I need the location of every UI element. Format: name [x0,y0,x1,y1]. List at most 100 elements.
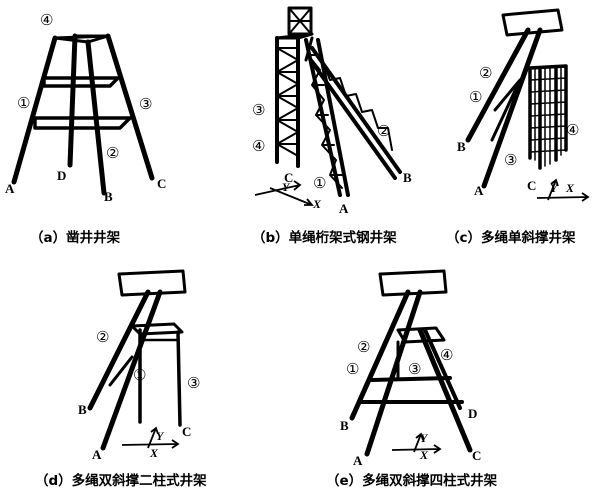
column-front-right [417,327,473,453]
figure-d-axes [121,426,180,449]
figure-c-labels: ② ① ④ ③ B A C Y X [457,64,579,198]
strut-lacing [323,63,393,151]
label-mark-2: ② [479,64,492,82]
axis-label-x: X [312,197,322,211]
figure-b-axes [254,180,314,206]
label-B: B [104,189,113,204]
caption-e: （e）多绳双斜撑四柱式井架 [326,472,498,489]
figure-b-truss-headframe [275,6,402,197]
label-mark-4: ④ [566,121,579,139]
caption-d: （d）多绳双斜撑二柱式井架 [35,472,207,489]
label-A: A [92,447,102,462]
label-mark-1: ① [469,88,482,106]
label-C: C [182,424,191,439]
captions: （a）凿井井架 （b）单绳桁架式钢井架 （c）多绳单斜撑井架 （d）多绳双斜撑二… [30,229,576,489]
label-mark-1: ① [133,366,146,384]
label-mark-3: ③ [187,374,200,392]
stay-leg-2 [465,27,531,143]
label-C: C [284,170,293,185]
stay-leg-3 [490,78,522,142]
figure-e-axes [391,432,442,454]
stay-leg-2 [87,289,151,411]
figure-d-labels: ② ① ③ B A C Y X [78,328,200,462]
head-box [501,8,564,37]
label-B: B [457,139,466,154]
figure-e-labels: ② ① ③ ④ B A D C Y X [340,338,481,468]
figure-a-labels: ④ ① ③ ② A D B C [5,11,166,204]
axis-y-arrow [147,426,159,449]
axis-label-x: X [419,448,429,462]
figure-d-two-column-headframe [87,269,187,451]
label-mark-4: ④ [440,346,453,364]
axis-x-arrow [269,187,314,206]
tower-grid [529,65,567,167]
stay-tie [493,78,522,112]
leg-a [11,35,58,185]
figure-b-labels: ③ ④ ② ① C A B Y X [252,101,412,216]
axis-label-y: Y [550,181,559,195]
label-mark-3: ③ [252,101,265,119]
tower-top [275,32,314,40]
top-beam [130,322,184,336]
label-mark-2: ② [106,144,119,162]
stay-leg-1 [481,27,543,189]
label-C: C [472,448,481,463]
caption-b: （b）单绳桁架式钢井架 [252,229,397,246]
figure-c-single-stay-headframe [465,8,568,189]
label-mark-2: ② [377,122,390,140]
caption-c: （c）多绳单斜撑井架 [446,229,576,246]
strut-lower [310,60,397,180]
axis-y-arrow [413,432,424,453]
axis-label-y: Y [282,180,291,194]
head-box [117,269,187,297]
label-A: A [474,183,484,198]
backstay-lacing [307,54,343,189]
label-B: B [78,402,87,417]
leg-c [105,33,155,181]
figure-c-axes [536,178,590,202]
lower-frame [33,116,132,130]
mid-beam [370,376,452,382]
label-A: A [5,181,15,196]
label-C: C [527,178,536,193]
stay-tie [108,355,134,387]
figure-e-four-column-headframe [349,269,473,457]
label-mark-3: ③ [139,95,152,113]
axis-label-x: X [149,446,159,460]
column-right [176,330,182,427]
caption-a: （a）凿井井架 [30,229,121,246]
axis-x-line [536,192,590,202]
column-back-right [423,328,462,410]
label-B: B [340,418,349,433]
axis-x-line [391,444,442,454]
label-mark-4: ④ [40,11,53,29]
backstay-inner [304,38,342,197]
label-mark-4: ④ [252,137,265,155]
axis-label-y: Y [156,429,165,443]
middle-frame [42,76,120,88]
label-mark-3: ③ [408,360,421,378]
leg-d [67,33,78,168]
label-mark-1: ① [313,174,326,192]
stay-leg-1 [100,289,163,451]
head-box [378,269,448,297]
axis-label-y: Y [420,431,429,445]
stay-leg-2 [349,289,411,421]
label-A: A [353,453,363,468]
label-mark-2: ② [96,328,109,346]
axis-y-arrow [254,180,302,196]
label-mark-3: ③ [504,151,517,169]
label-mark-1: ① [346,360,359,378]
label-mark-2: ② [357,338,370,356]
axis-label-x: X [565,181,575,195]
tower-lacing [276,47,299,157]
label-B: B [403,170,412,185]
label-C: C [157,176,166,191]
top-beam [396,326,446,344]
figure-a-sinking-headframe [11,33,155,196]
label-D: D [57,168,66,183]
label-D: D [468,406,477,421]
stay-leg-1 [364,289,423,457]
label-mark-1: ① [17,94,30,112]
